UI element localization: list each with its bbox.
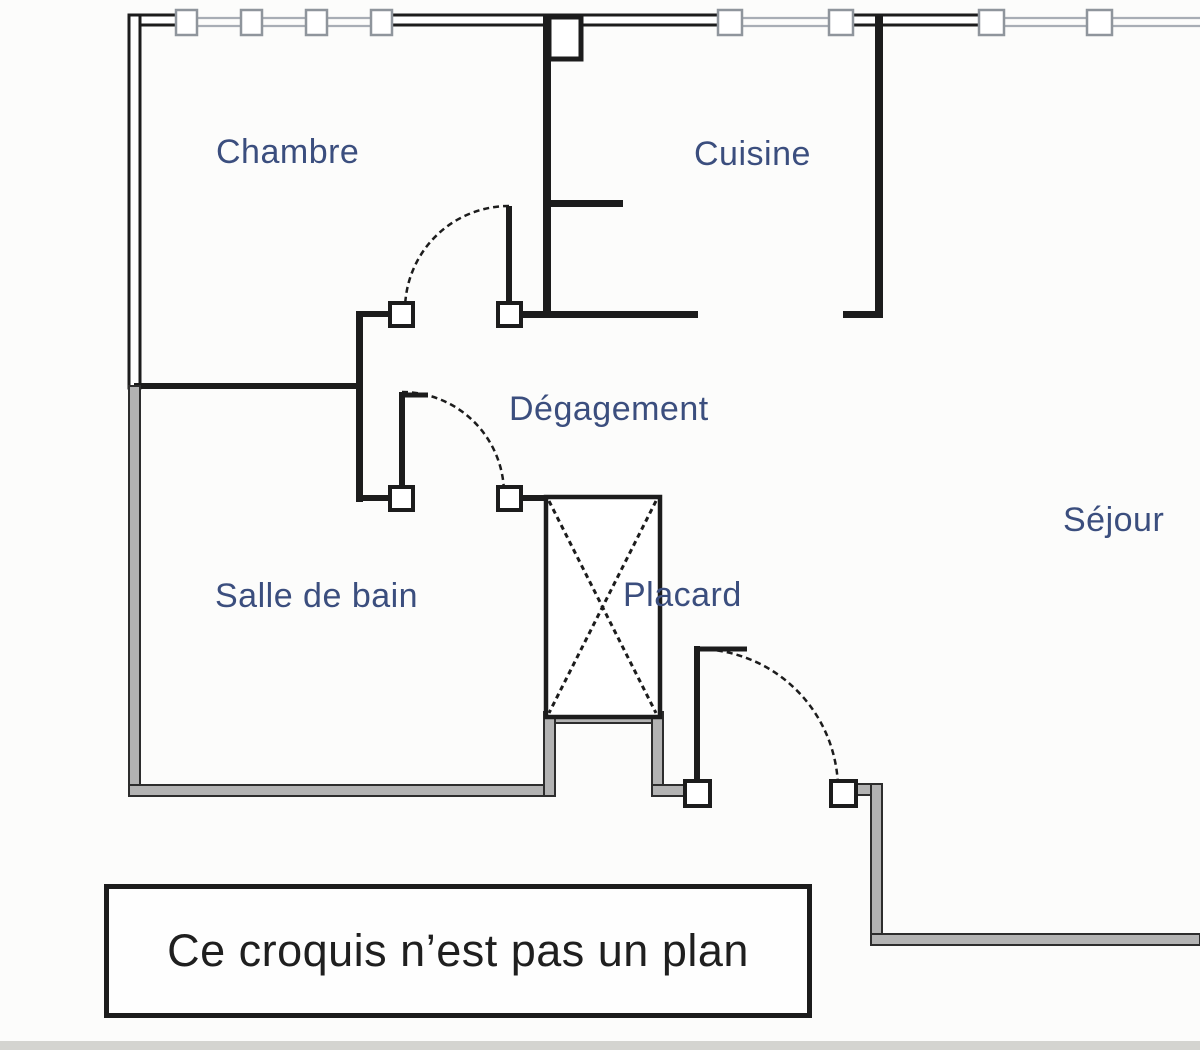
scan-edge-artifact: [0, 1041, 1200, 1050]
sejour-bottom-wall: [870, 933, 1200, 946]
chambre-door-stub: [356, 311, 394, 317]
room-label-sejour: Séjour: [1063, 501, 1165, 539]
entry-niche-left-wall: [543, 713, 556, 797]
closet-cross-icon: [547, 500, 658, 714]
gray-walls: [128, 385, 1200, 946]
left-wall-lower: [128, 385, 141, 797]
cuisine-right-wall: [875, 15, 883, 318]
kitchen-duct-notch: [546, 14, 584, 62]
door-swing-arc-icon: [403, 204, 510, 311]
door-salle-de-bain: [388, 390, 523, 512]
window-post-icon: [1085, 8, 1114, 37]
bathroom-door-stub-left: [356, 495, 394, 501]
window-post-icon: [304, 8, 329, 37]
interior-walls: [134, 15, 883, 502]
door-chambre: [388, 204, 523, 328]
window-post-icon: [369, 8, 394, 37]
corridor-wall: [356, 311, 363, 502]
window-post-icon: [239, 8, 264, 37]
door-swing-arc-icon: [401, 390, 506, 495]
window-post-icon: [174, 8, 199, 37]
room-label-placard: Placard: [623, 576, 742, 614]
sejour-right-wall: [870, 783, 883, 946]
door-hinge-post: [388, 485, 415, 512]
cuisine-right-wall-return: [843, 311, 883, 318]
placard-closet: [543, 494, 663, 720]
entry-niche-right-wall: [651, 713, 664, 797]
bathroom-door-stub-right: [518, 495, 548, 501]
window-post-icon: [716, 8, 744, 37]
door-jamb-post: [388, 301, 415, 328]
door-jamb-post: [496, 485, 523, 512]
room-label-cuisine: Cuisine: [694, 135, 811, 173]
cuisine-bottom-wall: [518, 311, 698, 318]
door-hinge-post: [496, 301, 523, 328]
door-swing-arc-icon: [696, 647, 840, 791]
window-post-icon: [977, 8, 1006, 37]
bathroom-bottom-wall: [128, 784, 556, 797]
room-label-chambre: Chambre: [216, 133, 360, 171]
door-hinge-post: [683, 779, 712, 808]
door-jamb-post: [829, 779, 858, 808]
door-entry: [683, 646, 858, 808]
window-post-icon: [827, 8, 855, 37]
disclaimer-text: Ce croquis n’est pas un plan: [167, 925, 749, 976]
kitchen-wall: [543, 15, 551, 318]
room-label-degagement: Dégagement: [509, 390, 709, 428]
chambre-bathroom-divider: [134, 383, 358, 389]
entry-door-sill: [651, 784, 689, 797]
disclaimer-box: Ce croquis n’est pas un plan: [104, 884, 812, 1018]
window-posts: [174, 8, 1114, 37]
kitchen-counter-tick: [547, 200, 623, 207]
room-label-salle-de-bain: Salle de bain: [215, 577, 419, 615]
